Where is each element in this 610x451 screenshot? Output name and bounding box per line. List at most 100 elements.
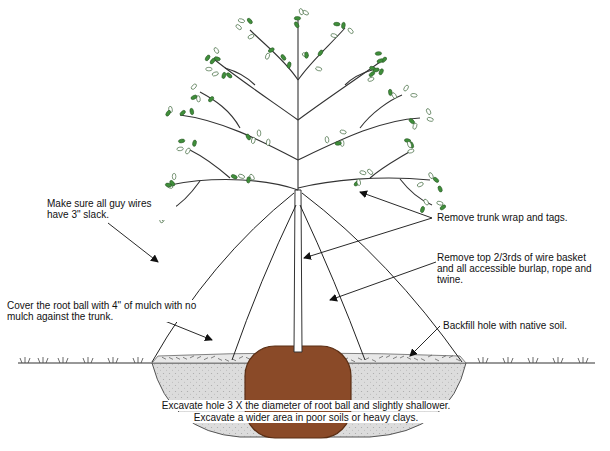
grass-tuft bbox=[528, 357, 538, 363]
leaf bbox=[432, 176, 439, 183]
leaf bbox=[299, 8, 304, 15]
grass-tuft bbox=[578, 357, 588, 363]
mulch-chip bbox=[197, 356, 201, 358]
leaf bbox=[367, 76, 374, 82]
annotation-label: Excavate a wider area in poor soils or h… bbox=[150, 412, 462, 423]
root-ball bbox=[245, 346, 351, 438]
mulch-chip bbox=[246, 357, 250, 359]
leaf bbox=[347, 27, 354, 34]
leaf bbox=[212, 71, 219, 76]
mulch-chip bbox=[428, 355, 432, 357]
annotation-label: Excavate hole 3 X the diameter of root b… bbox=[150, 400, 462, 411]
mulch-chip bbox=[211, 356, 215, 358]
leaf bbox=[204, 54, 211, 61]
annotation-label: Remove trunk wrap and tags. bbox=[436, 212, 588, 223]
mulch-chip bbox=[358, 358, 362, 360]
leaf bbox=[315, 66, 322, 71]
leaf bbox=[208, 96, 215, 103]
leaf bbox=[412, 123, 417, 130]
leaf bbox=[265, 53, 271, 60]
grass-tuft bbox=[108, 357, 118, 363]
leaf bbox=[420, 206, 425, 213]
annotation-label: Make sure all guy wires have 3" slack. bbox=[46, 198, 176, 220]
leaf bbox=[376, 58, 383, 64]
leaf bbox=[165, 110, 172, 117]
mulch-chip bbox=[225, 359, 229, 361]
mulch-chip bbox=[218, 358, 222, 360]
leaf bbox=[356, 179, 361, 186]
leaf bbox=[335, 141, 342, 145]
leaf bbox=[436, 201, 443, 206]
mulch-chip bbox=[435, 359, 439, 361]
leaf bbox=[302, 52, 309, 58]
leaf bbox=[287, 61, 292, 68]
mulch-chip bbox=[386, 356, 390, 358]
grass-tuft bbox=[20, 357, 30, 363]
leaf bbox=[280, 54, 287, 61]
grass-tuft bbox=[58, 357, 68, 363]
leaf bbox=[378, 68, 384, 75]
leaf bbox=[305, 52, 309, 58]
leaf bbox=[169, 180, 176, 187]
grass-tuft bbox=[478, 357, 488, 363]
annotation-label: Backfill hole with native soil. bbox=[442, 320, 604, 331]
leaf bbox=[231, 174, 238, 180]
leaf bbox=[407, 141, 413, 148]
leaf bbox=[185, 147, 191, 154]
grass-tuft bbox=[133, 357, 143, 363]
leaf bbox=[221, 72, 226, 79]
leaf bbox=[407, 148, 414, 153]
mulch-chip bbox=[456, 359, 460, 361]
trunk bbox=[294, 190, 302, 352]
leaf bbox=[340, 129, 347, 134]
leaf bbox=[178, 139, 185, 144]
mulch-chip bbox=[393, 357, 397, 359]
mulch-chip bbox=[400, 356, 404, 358]
mulch-chip bbox=[449, 356, 453, 358]
leaf bbox=[375, 51, 382, 55]
leaf bbox=[317, 49, 324, 56]
mulch-chip bbox=[365, 358, 369, 360]
leaf bbox=[206, 67, 212, 71]
leaf bbox=[439, 204, 446, 211]
leaf bbox=[251, 137, 256, 144]
mulch-chip bbox=[190, 356, 194, 358]
branches bbox=[170, 20, 432, 210]
leaf bbox=[368, 71, 375, 78]
mulch-chip bbox=[414, 358, 418, 360]
leaves bbox=[159, 8, 446, 223]
grass-tuft bbox=[83, 357, 93, 363]
leaf bbox=[367, 168, 374, 175]
leaf bbox=[245, 133, 251, 140]
leaf bbox=[325, 136, 329, 143]
leaf bbox=[238, 173, 245, 179]
leaf bbox=[391, 92, 398, 99]
leaf bbox=[359, 170, 366, 175]
leaf bbox=[403, 84, 409, 91]
mulch-chip bbox=[379, 356, 383, 358]
mulch-chip bbox=[176, 357, 180, 359]
mulch-chip bbox=[372, 360, 376, 362]
leaf bbox=[172, 173, 176, 179]
mulch-chip bbox=[351, 360, 355, 362]
leaf bbox=[437, 185, 443, 192]
mulch-chip bbox=[407, 357, 411, 359]
leaf bbox=[190, 83, 197, 90]
leaf bbox=[427, 117, 434, 122]
leaf bbox=[209, 57, 216, 64]
mulch-chip bbox=[204, 358, 208, 360]
mulch-chip bbox=[421, 359, 425, 361]
mulch-chip bbox=[169, 357, 173, 359]
leaf bbox=[294, 16, 301, 20]
grass-tuft bbox=[503, 357, 513, 363]
leaf bbox=[257, 130, 261, 137]
leaf bbox=[238, 18, 245, 23]
leaf bbox=[213, 47, 219, 54]
mulch-chip bbox=[162, 357, 166, 359]
leaf bbox=[423, 198, 429, 205]
leaf bbox=[177, 147, 184, 151]
leaf bbox=[189, 108, 194, 115]
mulch-chip bbox=[183, 357, 187, 359]
